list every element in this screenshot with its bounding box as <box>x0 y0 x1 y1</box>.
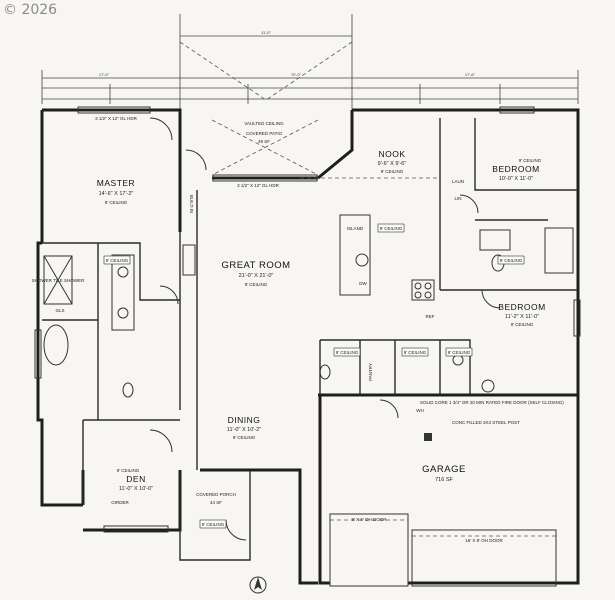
built-in-label: BUILT-IN <box>189 195 194 213</box>
room-name-den: DEN <box>126 474 145 484</box>
patio-name: COVERED PATIO <box>246 131 283 136</box>
ceiling-tag-hall-bath: 9' CEILING <box>336 350 359 355</box>
ceiling-tag-bath-2: 9' CEILING <box>448 350 471 355</box>
room-den: DEN 11'-0" X 10'-0" 9' CEILING <box>117 468 154 492</box>
patio-area: 48 SF <box>258 139 270 144</box>
linen-label: LIN <box>454 196 461 201</box>
overall-dim: 70'-0" <box>291 72 302 77</box>
ceiling-tag-kitchen: 9' CEILING <box>380 226 403 231</box>
fixtures <box>43 214 574 441</box>
room-name-bedroom-1: BEDROOM <box>492 164 539 174</box>
watermark-text: © 2026 <box>3 2 58 18</box>
room-dims-dining: 11'-0" X 10'-2" <box>227 427 261 433</box>
laundry-label: LAUN <box>452 179 464 184</box>
ceiling-tag-porch: 9' CEILING <box>202 522 225 527</box>
room-bedroom-2: BEDROOM 11'-2" X 11'-0" 9' CEILING <box>498 302 545 327</box>
ceiling-tag-bath-1: 9' CEILING <box>500 258 523 263</box>
porch-name: COVERED PORCH <box>196 492 236 497</box>
patio-width-dim: 11'-0" <box>261 30 271 35</box>
room-master: MASTER 14'-6" X 17'-2" 9' CEILING <box>97 178 135 205</box>
garage-doors <box>329 513 557 587</box>
room-ceiling-dining: 9' CEILING <box>233 435 256 440</box>
room-name-nook: NOOK <box>378 149 405 159</box>
room-garage: GARAGE 716 SF <box>422 464 466 483</box>
post-note: CONC FILLED 3X3 STEEL POST <box>452 420 520 425</box>
room-name-garage: GARAGE <box>422 464 466 475</box>
room-ceiling-bedroom-2: 9' CEILING <box>511 322 534 327</box>
ceiling-tag-laundry: 9' CEILING <box>404 350 427 355</box>
room-dims-master: 14'-6" X 17'-2" <box>99 191 134 197</box>
shower-note: SHOWER TILE SHOWER <box>32 278 85 283</box>
room-dining: DINING 11'-0" X 10'-2" 9' CEILING <box>227 415 261 440</box>
room-name-great-room: GREAT ROOM <box>221 260 290 271</box>
room-name-dining: DINING <box>228 415 261 425</box>
room-ceiling-den: 9' CEILING <box>117 468 140 473</box>
room-dims-great-room: 21'-0" X 21'-0" <box>239 273 274 279</box>
dishwasher-note: DW <box>359 281 367 286</box>
island-note: ISLAND <box>347 226 364 231</box>
pantry-label: PANTRY <box>368 363 373 381</box>
girder-note: GIRDER <box>111 500 129 505</box>
ceiling-tag-master-bath: 9' CEILING <box>106 258 129 263</box>
ceiling-tags: 9' CEILING 9' CEILING 9' CEILING 9' CEIL… <box>103 223 525 529</box>
space-labels: VAULTED CEILING COVERED PATIO 48 SF COVE… <box>32 116 565 543</box>
fire-door-note: SOLID CORE 1 3/4" OR 20 MIN RATED FIRE D… <box>420 400 564 405</box>
room-name-bedroom-2: BEDROOM <box>498 302 545 312</box>
room-dims-nook: 9'-6" X 9'-6" <box>378 161 407 167</box>
glass-note: GLS <box>55 308 64 313</box>
room-dims-den: 11'-0" X 10'-0" <box>119 486 153 492</box>
porch-area: 44 SF <box>210 500 222 505</box>
garage-door-single: 8' X 8' OH DOOR <box>352 517 388 522</box>
room-dims-bedroom-1: 10'-0" X 11'-0" <box>499 176 533 182</box>
beams-windows <box>34 41 581 533</box>
room-ceiling-great-room: 9' CEILING <box>245 282 268 287</box>
dimension-strings: 70'-0" 17'-0" 17'-6" 11'-0" <box>41 14 579 110</box>
room-area-garage: 716 SF <box>435 477 453 483</box>
garage-door-double: 16' X 8' OH DOOR <box>465 538 503 543</box>
left-dim: 17'-0" <box>99 72 110 77</box>
room-great: GREAT ROOM 21'-0" X 21'-0" 9' CEILING <box>221 260 290 287</box>
room-ceiling-nook: 9' CEILING <box>381 169 404 174</box>
great-header-note: 3 1/2" X 12" GL HDR <box>237 183 280 188</box>
room-nook: NOOK 9'-6" X 9'-6" 9' CEILING <box>378 149 407 174</box>
room-ceiling-bedroom-1: 9' CEILING <box>519 158 542 163</box>
room-dims-bedroom-2: 11'-2" X 11'-0" <box>505 314 539 320</box>
room-name-master: MASTER <box>97 178 135 188</box>
right-dim: 17'-6" <box>465 72 476 77</box>
water-heater-note: WH <box>416 408 424 413</box>
room-ceiling-master: 9' CEILING <box>105 200 128 205</box>
master-header-note: 3 1/2" X 12" GL HDR <box>95 116 138 121</box>
refrigerator-note: REF <box>426 314 435 319</box>
north-arrow-icon <box>249 576 267 594</box>
room-bedroom-1: BEDROOM 10'-0" X 11'-0" 9' CEILING <box>492 158 542 182</box>
vaulted-note: VAULTED CEILING <box>244 121 284 126</box>
